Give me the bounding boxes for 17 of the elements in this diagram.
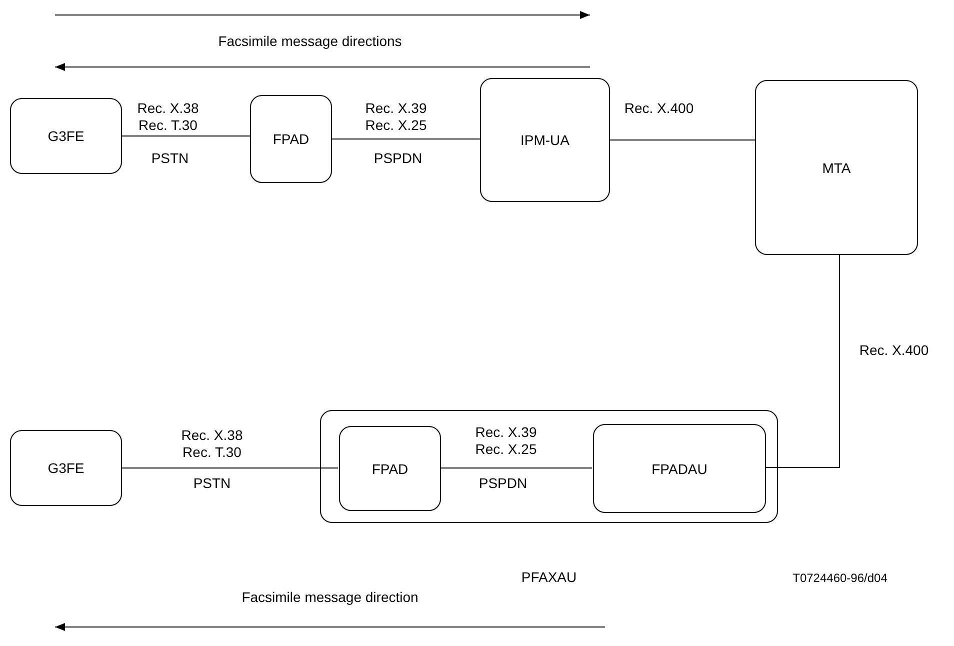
group-label: PFAXAU [520,569,578,585]
node-label: FPAD [272,131,310,147]
connector-line [764,254,840,468]
node-label: FPADAU [652,460,708,476]
node-label: G3FE [48,128,84,144]
process-box [339,426,441,511]
process-box [755,80,918,255]
process-box [10,430,122,506]
process-box [480,78,610,202]
node-label: IPM-UA [520,132,570,148]
connector-line [332,138,480,140]
process-box [10,98,122,174]
node-label: G3FE [48,460,84,476]
process-box [593,424,766,513]
node-label: FPAD [372,460,408,476]
node-label: MTA [822,160,851,176]
process-box [250,95,332,183]
